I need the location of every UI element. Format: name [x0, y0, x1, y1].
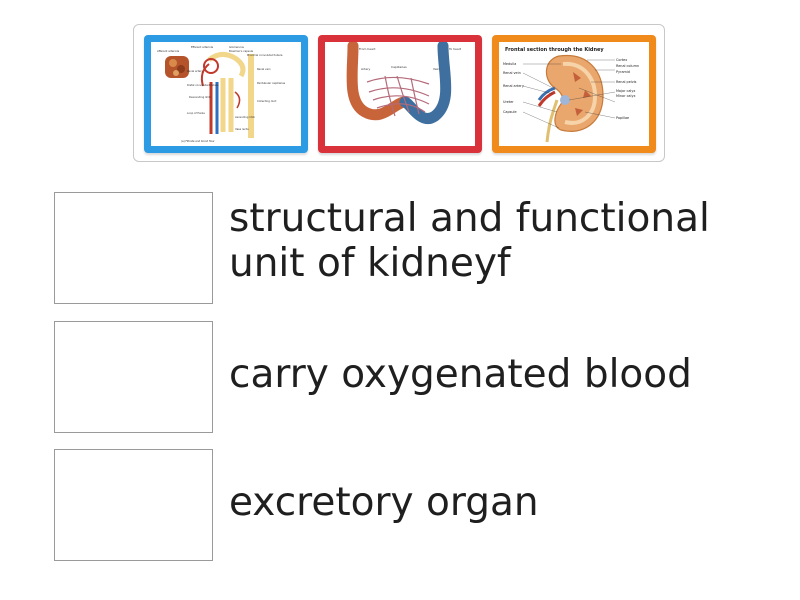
kidney-label: Renal pelvis [616, 80, 637, 84]
nephron-label: Descending limb [189, 95, 211, 99]
nephron-label: Afferent arteriole [157, 49, 180, 53]
capillary-label: To heart [448, 47, 462, 51]
prompt-text-2: carry oxygenated blood [229, 352, 692, 397]
kidney-label: Papillae [616, 116, 629, 120]
nephron-label: Loop of Henle [187, 111, 205, 115]
draggable-card-capillary[interactable]: From heart Capillaries To heart Artery V… [318, 35, 482, 153]
kidney-label: Renal artery [503, 84, 524, 88]
capillary-label: From heart [359, 47, 376, 51]
kidney-label: Pyramid [616, 70, 630, 74]
nephron-label: Peritubular capillaries [257, 81, 286, 85]
answer-tray: Afferent arteriole Efferent arteriole Gl… [133, 24, 665, 162]
drop-slot-2[interactable] [54, 321, 213, 433]
nephron-label: Renal artery [187, 69, 203, 73]
capillary-label: Capillaries [391, 65, 407, 69]
kidney-label: Minor calyx [616, 94, 635, 98]
capillary-label: Vein [433, 67, 439, 71]
prompt-text-3: excretory organ [229, 480, 539, 525]
draggable-card-nephron[interactable]: Afferent arteriole Efferent arteriole Gl… [144, 35, 308, 153]
kidney-image: Frontal section through the Kidney [499, 42, 649, 146]
nephron-image: Afferent arteriole Efferent arteriole Gl… [151, 42, 301, 146]
kidney-title: Frontal section through the Kidney [505, 47, 604, 53]
kidney-label: Medulla [503, 62, 516, 66]
kidney-label: Major calyx [616, 89, 635, 93]
kidney-label: Renal vein [503, 71, 521, 75]
nephron-caption: (a) Filtrate and blood flow [181, 139, 215, 143]
prompt-text-1: structural and functional unit of kidney… [229, 196, 710, 286]
nephron-label: Ascending limb [235, 115, 255, 119]
nephron-label: Renal vein [257, 67, 271, 71]
drop-slot-1[interactable] [54, 192, 213, 304]
kidney-label: Cortex [616, 58, 627, 62]
nephron-label: Vasa recta [235, 127, 249, 131]
nephron-label: Collecting duct [257, 99, 276, 103]
nephron-label: Bowman's capsule [229, 49, 254, 53]
capillary-image: From heart Capillaries To heart Artery V… [325, 42, 475, 146]
kidney-label: Capsule [503, 110, 517, 114]
nephron-label: Proximal convoluted tubule [247, 53, 283, 57]
capillary-label: Artery [361, 67, 371, 71]
kidney-label: Ureter [503, 100, 514, 104]
nephron-label: Glomerulus [229, 45, 245, 49]
draggable-card-kidney[interactable]: Frontal section through the Kidney [492, 35, 656, 153]
nephron-label: Efferent arteriole [191, 45, 213, 49]
nephron-label: Distal convoluted tubule [187, 83, 219, 87]
kidney-label: Renal column [616, 64, 639, 68]
drop-slot-3[interactable] [54, 449, 213, 561]
